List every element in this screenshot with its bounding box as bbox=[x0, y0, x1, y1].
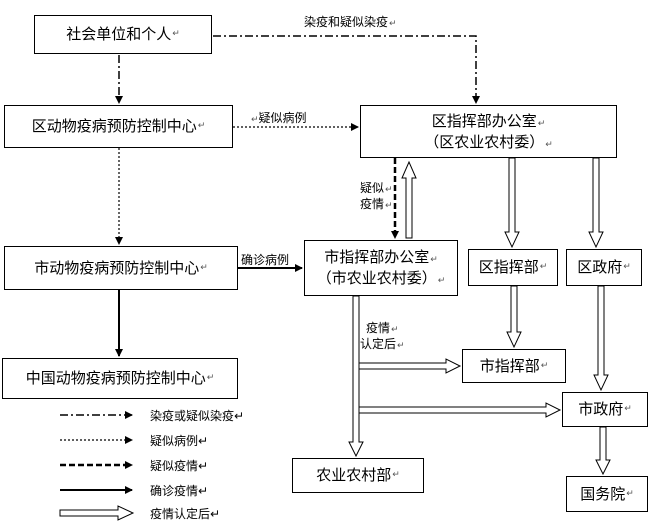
box-state-council: 国务院↵ bbox=[566, 476, 648, 512]
arrow-district-hq-to-city-hq bbox=[506, 285, 522, 349]
arrow-district-gov-to-city-gov bbox=[593, 285, 609, 392]
box-district-office-line2: （区农业农村委）↵ bbox=[424, 132, 553, 151]
box-district-center-label: 区动物疫病预防控制中心 bbox=[31, 117, 197, 135]
legend-text-dashed: 疑似疫情↵ bbox=[150, 459, 209, 473]
box-state-council-label: 国务院 bbox=[580, 484, 626, 503]
box-social-units: 社会单位和个人↵ bbox=[34, 15, 212, 54]
box-city-office: 市指挥部办公室↵ （市农业农村委）↵ bbox=[304, 240, 458, 296]
arrow-district-office-to-district-hq bbox=[504, 157, 520, 249]
box-district-gov: 区政府↵ bbox=[566, 249, 642, 286]
box-national-center: 中国动物疫病预防控制中心↵ bbox=[2, 358, 238, 399]
box-city-office-line2: （市农业农村委）↵ bbox=[316, 269, 446, 287]
legend-text-dotted: 疑似病例↵ bbox=[150, 434, 209, 448]
box-ministry-label: 农业农村部 bbox=[316, 466, 392, 484]
box-city-center: 市动物疫病预防控制中心↵ bbox=[4, 246, 238, 290]
box-district-gov-label: 区政府 bbox=[577, 258, 623, 276]
legend-text-hollow: 疫情认定后↵ bbox=[150, 507, 221, 521]
legend-line-hollow bbox=[59, 505, 135, 521]
arrow-branch-to-city-gov bbox=[358, 402, 562, 418]
box-city-office-line1: 市指挥部办公室↵ bbox=[324, 248, 438, 266]
label-suspected-cases: ↵疑似病例 bbox=[250, 110, 307, 127]
box-district-office-line1: 区指挥部办公室↵ bbox=[431, 111, 546, 130]
arrow-city-gov-to-state-council bbox=[595, 426, 611, 476]
box-district-hq-label: 区指挥部 bbox=[478, 258, 539, 276]
legend-text-dash-dot: 染疫或疑似染疫↵ bbox=[150, 409, 245, 423]
label-recognized: 疫情↵ 认定后↵ bbox=[360, 321, 405, 352]
arrow-branch-to-city-hq bbox=[358, 358, 462, 374]
box-city-hq: 市指挥部↵ bbox=[462, 349, 566, 383]
label-epidemic-suspected: 染疫和疑似染疫↵ bbox=[304, 14, 397, 31]
box-social-units-label: 社会单位和个人 bbox=[66, 25, 172, 43]
arrow-social-to-district-office bbox=[213, 35, 480, 104]
arrow-city-office-to-district-office bbox=[401, 160, 417, 239]
box-district-hq: 区指挥部↵ bbox=[468, 249, 558, 286]
label-confirmed-cases: 确诊病例 bbox=[241, 253, 290, 267]
box-city-gov: 市政府↵ bbox=[562, 392, 648, 427]
box-district-office: 区指挥部办公室↵ （区农业农村委）↵ bbox=[360, 105, 617, 158]
label-suspected-epidemic: 疑似↵ 疫情↵ bbox=[360, 181, 393, 212]
arrow-city-office-to-ministry bbox=[348, 295, 364, 458]
box-city-hq-label: 市指挥部 bbox=[479, 356, 540, 375]
box-national-center-label: 中国动物疫病预防控制中心 bbox=[25, 369, 206, 387]
box-city-center-label: 市动物疫病预防控制中心 bbox=[34, 258, 200, 277]
box-ministry: 农业农村部↵ bbox=[292, 458, 424, 493]
box-city-gov-label: 市政府 bbox=[578, 400, 624, 418]
legend-text-solid: 确诊疫情↵ bbox=[150, 484, 209, 498]
arrow-district-office-to-district-gov bbox=[588, 157, 604, 249]
box-district-center: 区动物疫病预防控制中心↵ bbox=[4, 105, 233, 148]
